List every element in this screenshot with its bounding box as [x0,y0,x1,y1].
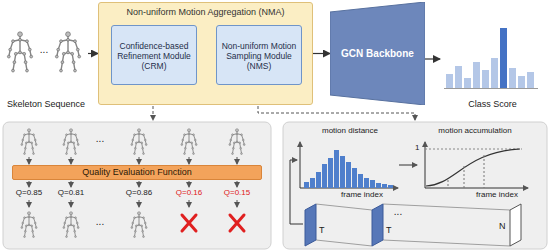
text-holder: Non-uniform Motion Sampling Module (NMS) [220,38,298,71]
process-box: Confidence-based Refinement Module (CRM) [111,25,197,85]
process-box: Non-uniform Motion Sampling Module (NMS) [216,25,302,85]
class-score-bars [444,28,538,89]
chart-axes [300,142,528,188]
node-text: Quality Evaluation Function [82,167,192,177]
text-holder: Confidence-based Refinement Module (CRM) [115,38,193,71]
node-text: Non-uniform Motion Sampling Module (NMS) [220,42,298,71]
connector-arrow [88,53,98,54]
trapezoid-outline [330,2,425,105]
feature-block [372,204,383,246]
limit-line [425,149,522,150]
annotation-label: motion accumulation [438,127,511,136]
reject-cross [182,215,244,231]
panel [283,122,547,249]
illustration-caption: Class Score [440,8,545,110]
skeleton-figure [7,32,32,72]
annotation-label: N [499,222,506,232]
node-text: Non-uniform Motion Aggregation (NMA) [99,7,312,17]
skeleton-figure [21,212,37,238]
annotation-label: ... [394,206,402,217]
annotation-label: Q=0.81 [58,189,84,198]
text-holder: GCN Backbone [341,48,414,60]
connector-arrow [313,53,330,54]
annotation-label: ... [40,44,48,55]
feature-block [305,204,316,246]
feature-block [510,204,521,246]
histogram-bars [304,150,393,188]
skeleton-figure [229,129,245,155]
module-group: Non-uniform Motion Aggregation (NMA) Conf… [98,2,313,105]
skeleton-figure [131,129,147,155]
annotation-label: ... [96,133,104,144]
sample-drops [448,155,484,188]
illustration-caption: Skeleton Sequence [4,22,88,110]
node-text: Confidence-based Refinement Module (CRM) [115,42,193,71]
panel [3,122,271,249]
annotation-label: Q=0.86 [126,189,152,198]
annotation-label: Q=0.16 [176,189,202,198]
skeleton-figure [21,129,37,155]
node-text: Skeleton Sequence [7,99,85,109]
annotation-label: ... [96,216,104,227]
connector-arrow [425,58,440,59]
accumulation-curve [426,149,520,186]
annotation-label: Q=0.85 [16,189,42,198]
annotation-label: T [386,226,392,236]
backbone-trapezoid: GCN Backbone [330,2,425,105]
annotation-label: Q=0.15 [224,189,250,198]
node-text: Class Score [468,99,517,109]
text-holder: Class Score [468,99,517,110]
dashed-callout [153,106,415,120]
text-holder: Non-uniform Motion Aggregation (NMA) [99,3,312,17]
node-text: GCN Backbone [341,48,414,60]
text-holder: Quality Evaluation Function [82,167,192,177]
annotation-label: T [319,226,325,236]
skeleton-figure [63,212,79,238]
annotation-label: 1 [415,144,419,153]
skeleton-figure [55,32,80,72]
block-lines [316,204,510,246]
function-box: Quality Evaluation Function [12,165,262,180]
text-holder: Skeleton Sequence [7,99,85,110]
skeleton-figure [181,129,197,155]
annotation-label: motion distance [322,127,378,136]
annotation-label: frame index [341,191,383,200]
skeleton-figure [63,129,79,155]
annotation-label: frame index [476,191,518,200]
skeleton-figure [131,212,147,238]
